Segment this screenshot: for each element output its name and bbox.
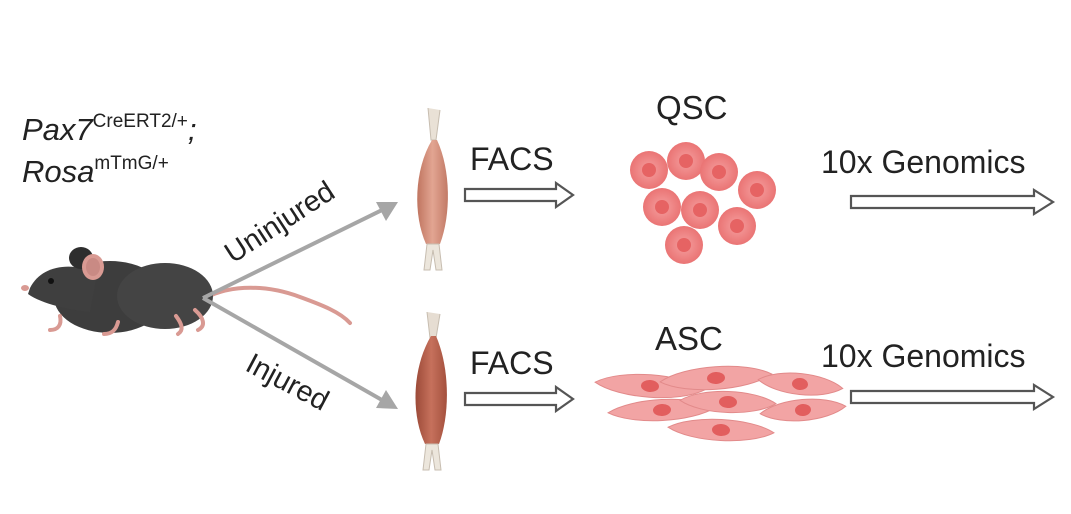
round-cell-icon xyxy=(665,226,703,264)
spindle-cell-icon xyxy=(679,390,777,414)
asc-cell-cluster xyxy=(594,365,847,442)
genotype-rosa-allele: mTmG/+ xyxy=(94,153,169,174)
round-cell-icon xyxy=(718,207,756,245)
hollow-arrow-icon xyxy=(463,384,575,414)
genomics-label-bottom: 10x Genomics xyxy=(821,338,1026,374)
round-cell-icon xyxy=(738,171,776,209)
genotype-line-2: RosamTmG/+ xyxy=(22,153,169,189)
spindle-cell-icon xyxy=(667,418,775,442)
round-cell-icon xyxy=(681,191,719,229)
spindle-cell-icon xyxy=(757,372,844,396)
mouse-icon xyxy=(21,247,352,336)
hollow-arrow-icon xyxy=(849,188,1056,216)
uninjured-arrow xyxy=(202,202,398,300)
facs-label-top: FACS xyxy=(470,141,554,177)
genotype-separator: ; xyxy=(187,112,197,147)
genotype-line-1: Pax7CreERT2/+; xyxy=(22,111,197,147)
muscle-icon xyxy=(417,107,448,271)
hollow-arrow-icon xyxy=(849,383,1056,411)
genotype-pax7-allele: CreERT2/+ xyxy=(92,111,188,132)
genotype-pax7: Pax7 xyxy=(22,112,93,147)
qsc-cell-cluster xyxy=(630,142,776,264)
muscle-icon xyxy=(415,311,447,471)
round-cell-icon xyxy=(700,153,738,191)
injured-arrow xyxy=(202,296,398,409)
round-cell-icon xyxy=(643,188,681,226)
round-cell-icon xyxy=(667,142,705,180)
facs-label-bottom: FACS xyxy=(470,345,554,381)
hollow-arrow-icon xyxy=(463,180,575,210)
genomics-label-top: 10x Genomics xyxy=(821,144,1026,180)
round-cell-icon xyxy=(630,151,668,189)
qsc-label: QSC xyxy=(656,89,728,126)
spindle-cell-icon xyxy=(759,398,847,422)
asc-label: ASC xyxy=(655,320,723,357)
genotype-rosa: Rosa xyxy=(22,154,95,189)
